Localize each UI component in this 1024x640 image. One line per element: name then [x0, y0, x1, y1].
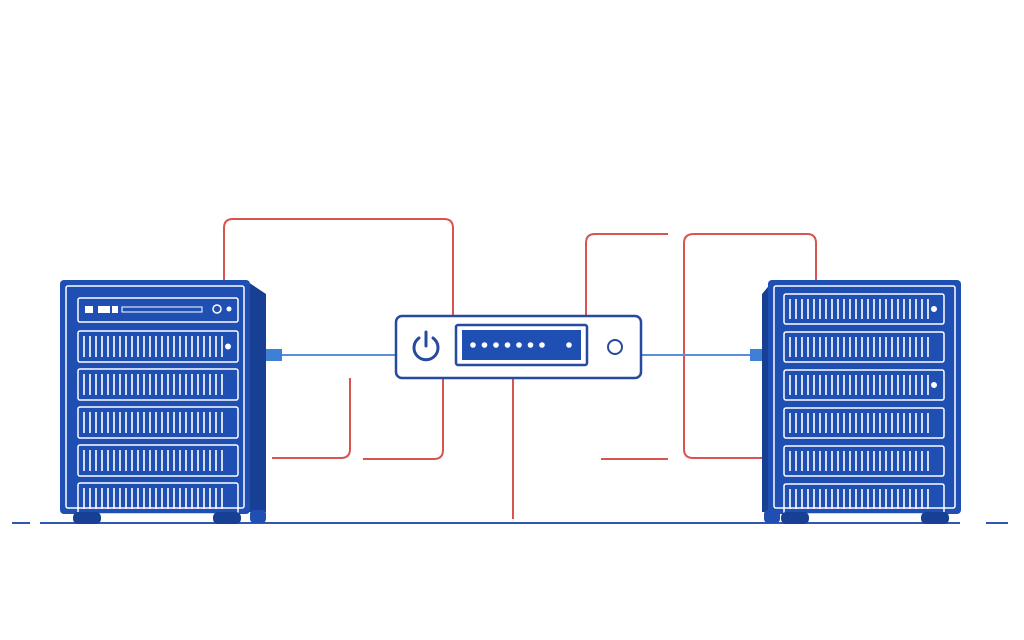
server-rack-icon — [60, 280, 266, 524]
switch-status-light — [607, 339, 623, 355]
server-left[interactable] — [60, 280, 266, 524]
server-left-drive-bay — [77, 406, 239, 439]
red-wire-right-outer-1 — [585, 233, 668, 318]
server-left-drive-bays — [77, 330, 239, 515]
server-left-drive-bay — [77, 482, 239, 515]
server-right-drive-bays — [783, 293, 945, 515]
switch-port-leds — [470, 342, 572, 348]
red-wire-left-inner-2 — [363, 378, 444, 460]
server-left-drive-bay — [77, 330, 239, 363]
server-right-drive-bay — [783, 293, 945, 325]
switch-port-led — [470, 342, 476, 348]
server-right-drive-bay — [783, 331, 945, 363]
switch-port-led — [481, 342, 488, 348]
switch-port-led — [527, 342, 534, 348]
server-right-drive-bay — [783, 407, 945, 439]
switch-port-led — [539, 342, 545, 348]
red-wire-left-inner-1 — [272, 378, 351, 459]
switch-port-led — [504, 342, 511, 348]
server-right[interactable] — [762, 280, 961, 524]
switch-port-led — [566, 342, 572, 348]
switch[interactable] — [394, 314, 643, 380]
server-rack-icon — [762, 280, 961, 524]
red-wire-group — [223, 218, 817, 519]
server-left-drive-bay — [77, 444, 239, 477]
red-wire-left-outer — [223, 218, 454, 318]
switch-port-led — [493, 342, 499, 348]
network-cable-group — [264, 349, 766, 361]
server-left-top-panel — [77, 297, 239, 323]
server-right-drive-bay — [783, 369, 945, 401]
power-icon — [412, 330, 440, 362]
server-right-drive-bay — [783, 483, 945, 515]
network-switch-icon — [394, 314, 643, 380]
switch-port-led — [516, 342, 522, 348]
server-right-drive-bay — [783, 445, 945, 477]
server-left-drive-bay — [77, 368, 239, 401]
red-wire-right-outer-2 — [683, 233, 817, 459]
cable-connector-left — [264, 349, 282, 361]
